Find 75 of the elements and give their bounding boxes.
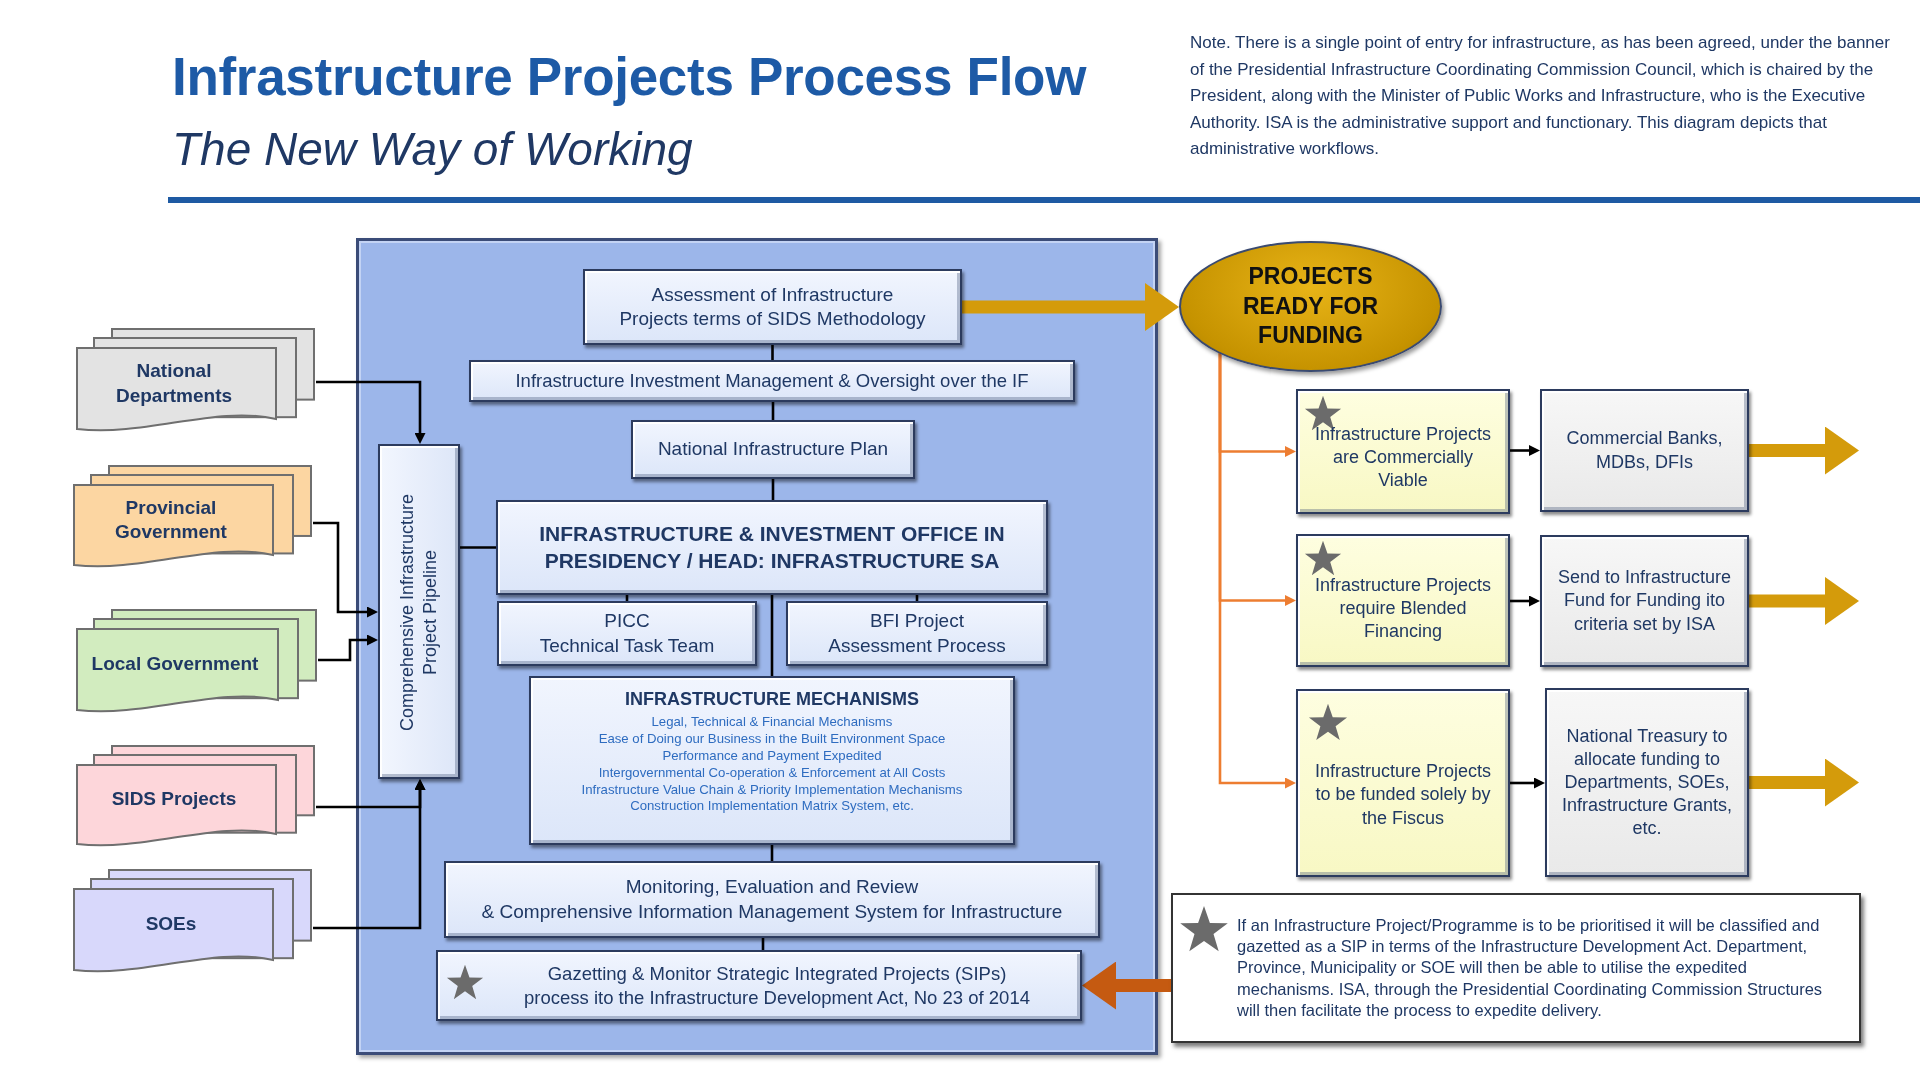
- process-box: [1545, 688, 1749, 877]
- node-label: Infrastructure Projects require Blended Financing: [1313, 573, 1493, 643]
- process-box: [529, 676, 1015, 845]
- note-text: Note. There is a single point of entry for infrastructure, as has been agreed, under the banner of the Presidential Infrastructure Coordinating Commission Council, which is chaired by the President, along with the Minister of Public Works and Infrastructure, who is the Executive Authority. ISA is the administrative support and functionary. This diagram depicts that administrative workflows.: [1190, 32, 1890, 161]
- process-box: [436, 950, 1082, 1021]
- arrow: [318, 634, 378, 662]
- node-label: PROJECTS READY FOR FUNDING: [1241, 262, 1379, 351]
- node-label: Performance and Payment Expedited: [662, 747, 882, 765]
- process-box: [444, 861, 1100, 938]
- arrow: [1510, 777, 1545, 789]
- node-label: National Treasury to allocate funding to Departments, SOEs, Infrastructure Grants, etc.: [1560, 724, 1734, 841]
- node-label: Infrastructure Projects to be funded solely by the Fiscus: [1313, 760, 1493, 830]
- process-box: [583, 269, 962, 345]
- process-box: [469, 360, 1075, 402]
- node-label: Local Government: [91, 652, 259, 677]
- node-label: SOEs: [145, 912, 197, 937]
- process-box: [786, 601, 1048, 666]
- arrow: [316, 380, 426, 444]
- node-label: Gazetting & Monitor Strategic Integrated Projects (SIPs): [547, 961, 1007, 986]
- arrow: [1749, 577, 1859, 625]
- node-label: If an Infrastructure Project/Programme is to be prioritised it will be classified and gazetted as a SIP in terms of the Infrastructure Development Act. Department, Province, Municipality or SOE will then be able to utilise the expedited mechanisms. ISA, through the Presidential Coordinating Commission Structures will then facilitate the process to expedite delivery.: [1237, 915, 1824, 1021]
- node-label: Infrastructure Value Chain & Priority Implementation Mechanisms: [581, 781, 963, 799]
- diagram-title: Infrastructure Projects Process Flow: [172, 46, 1087, 107]
- arrow: [1510, 445, 1540, 456]
- connector-line: [625, 595, 629, 601]
- connector-line: [915, 595, 919, 601]
- node-label: Commercial Banks, MDBs, DFIs: [1565, 427, 1724, 474]
- note-box: [1171, 893, 1861, 1043]
- group-panel: [356, 238, 1158, 1055]
- process-box: [1540, 535, 1749, 667]
- category-box: [1296, 534, 1510, 667]
- node-label: Ease of Doing our Business in the Built Environment Space: [598, 730, 946, 748]
- node-label: & Comprehensive Information Management System for Infrastructure: [481, 899, 1063, 924]
- node-label: Infrastructure Projects are Commercially Viable: [1313, 422, 1493, 492]
- node-label: Monitoring, Evaluation and Review: [625, 875, 919, 900]
- process-box: [496, 500, 1048, 595]
- category-box: [1296, 389, 1510, 514]
- node-label: Construction Implementation Matrix System, etc.: [630, 798, 914, 816]
- node-label: PICC: [604, 609, 650, 634]
- node-label: Send to Infrastructure Fund for Funding ito criteria set by ISA: [1556, 566, 1733, 636]
- arrow: [1749, 758, 1859, 807]
- connector-line: [771, 402, 775, 420]
- node-label: Comprehensive Infrastructure Project Pipeline: [395, 491, 441, 733]
- category-box: [1296, 689, 1510, 877]
- node-title: INFRASTRUCTURE MECHANISMS: [625, 688, 919, 711]
- node-label: INFRASTRUCTURE & INVESTMENT OFFICE IN PRESIDENCY / HEAD: INFRASTRUCTURE SA: [538, 520, 1006, 574]
- process-box: [631, 420, 915, 479]
- node-label: National Infrastructure Plan: [657, 437, 889, 462]
- connector-line: [771, 345, 774, 360]
- subtitle: The New Way of Working: [172, 122, 693, 176]
- node-label: Assessment of Infrastructure Projects terms of SIDS Methodology: [618, 282, 927, 331]
- node-label: Infrastructure Investment Management & Oversight over the IF: [515, 369, 1029, 393]
- node-label: SIDS Projects: [111, 787, 237, 812]
- arrow: [1082, 961, 1171, 1010]
- connector-line: [460, 546, 496, 549]
- arrow: [313, 521, 378, 618]
- node-label: National Departments: [114, 359, 234, 408]
- process-box: [497, 601, 757, 666]
- node-label: Provincial Government: [114, 495, 228, 544]
- process-box: [378, 444, 460, 779]
- node-label: Intergovernmental Co-operation & Enforcement at All Costs: [598, 764, 946, 782]
- node-label: Legal, Technical & Financial Mechanisms: [651, 714, 893, 731]
- arrow: [1510, 595, 1540, 607]
- connector-line: [770, 845, 774, 861]
- arrow: [962, 283, 1179, 331]
- node-label: BFI Project Assessment Process: [827, 609, 1007, 658]
- connector-line: [771, 479, 775, 500]
- connector-line: [770, 595, 774, 676]
- connector-line: [761, 938, 765, 950]
- arrow: [1218, 353, 1296, 789]
- node-label: process ito the Infrastructure Development Act, No 23 of 2014: [524, 985, 1030, 1010]
- node-label: Technical Task Team: [539, 633, 715, 658]
- arrow: [1749, 426, 1859, 475]
- arrow: [313, 779, 426, 930]
- process-box: [1540, 389, 1749, 512]
